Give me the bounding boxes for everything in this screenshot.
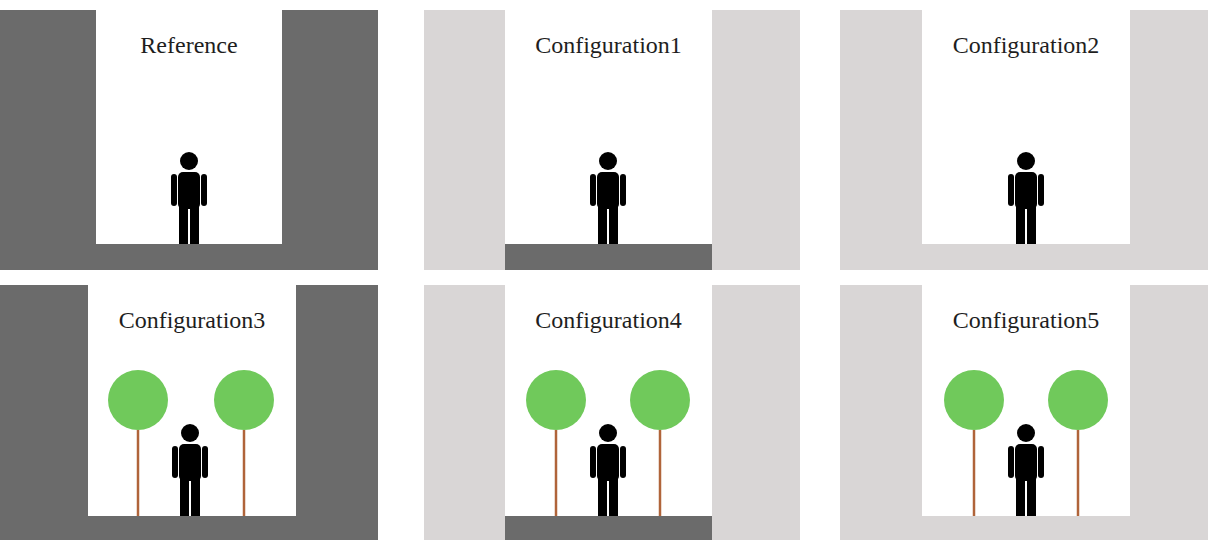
canyon-panel: Configuration2 [922,10,1130,244]
street-tree [1048,370,1108,516]
canyon-panel: Reference [96,10,282,244]
street-tree [108,370,168,516]
pedestrian-figure [1008,152,1044,244]
pedestrian-figure [171,152,207,244]
panel-label: Configuration5 [922,285,1130,335]
canyon-panel: Configuration4 [505,285,712,516]
canyon-walls [840,10,1208,270]
panel-label: Configuration2 [922,10,1130,60]
pedestrian-figure [590,152,626,244]
panel-label: Configuration1 [505,10,712,60]
pedestrian-figure [1008,424,1044,516]
street-tree [526,370,586,516]
street-tree [630,370,690,516]
panel-label: Configuration4 [505,285,712,335]
panel-label: Configuration3 [88,285,296,335]
canyon-walls [424,10,800,270]
canyon-walls [0,10,378,270]
pedestrian-figure [590,424,626,516]
street-tree [944,370,1004,516]
canyon-panel: Configuration1 [505,10,712,244]
canyon-panel: Configuration5 [922,285,1130,516]
canyon-walls [0,285,378,540]
canyon-walls [840,285,1208,540]
canyon-panel: Configuration3 [88,285,296,516]
panel-label: Reference [96,10,282,60]
canyon-walls [424,285,800,540]
pedestrian-figure [172,424,208,516]
street-tree [214,370,274,516]
